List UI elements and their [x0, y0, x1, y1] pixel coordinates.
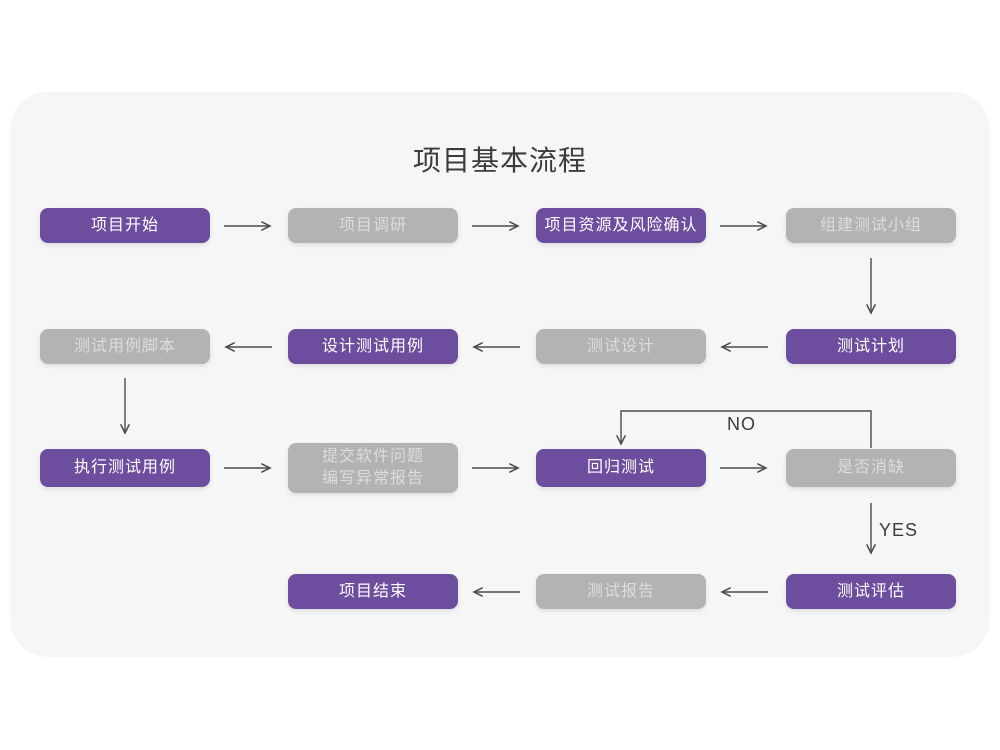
- edge-label-no: NO: [727, 414, 756, 434]
- edge-label-yes: YES: [879, 520, 919, 540]
- node-submit-issues-line1: 提交软件问题: [321, 448, 424, 465]
- node-design-test-cases: 设计测试用例: [288, 329, 458, 364]
- page-title: 项目基本流程: [412, 145, 587, 176]
- node-submit-issues: 提交软件问题 编写异常报告: [288, 443, 458, 493]
- node-project-end: 项目结束: [288, 574, 458, 609]
- node-test-report: 测试报告: [536, 574, 706, 609]
- node-test-case-scripts: 测试用例脚本: [40, 329, 210, 364]
- node-execute-test-cases: 执行测试用例: [40, 449, 210, 487]
- node-project-research: 项目调研: [288, 208, 458, 243]
- node-test-evaluation: 测试评估: [786, 574, 956, 609]
- node-submit-issues-line2: 编写异常报告: [321, 470, 424, 487]
- node-build-test-team: 组建测试小组: [786, 208, 956, 243]
- node-test-design: 测试设计: [536, 329, 706, 364]
- node-project-start: 项目开始: [40, 208, 210, 243]
- flowchart-card: [10, 92, 990, 657]
- node-test-plan: 测试计划: [786, 329, 956, 364]
- node-regression-test: 回归测试: [536, 449, 706, 487]
- node-resources-risk: 项目资源及风险确认: [536, 208, 706, 243]
- node-defect-resolved: 是否消缺: [786, 449, 956, 487]
